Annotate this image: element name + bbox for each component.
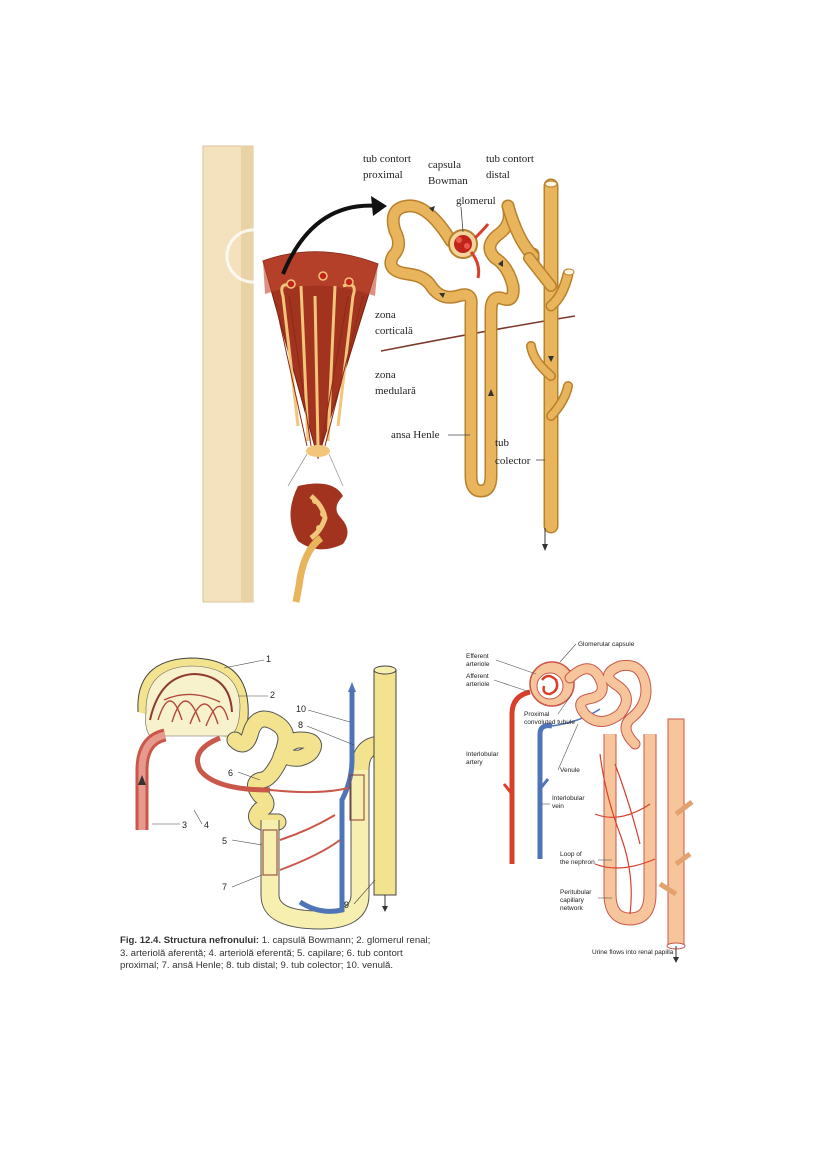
number-labels: 1 2 3 4 5 6 7 8 9 10: [182, 654, 349, 910]
interlobular-vein: [537, 723, 553, 859]
capillary-network: [262, 774, 365, 876]
label-9: 9: [344, 900, 349, 910]
label-1: 1: [266, 654, 271, 664]
interlobular-artery: [509, 689, 531, 864]
caption-prefix: Fig. 12.4. Structura nefronului:: [120, 935, 260, 946]
label-glomerular-capsule: Glomerular capsule: [578, 641, 635, 648]
label-7: 7: [222, 882, 227, 892]
label-8: 8: [298, 720, 303, 730]
zoom-arrowhead: [371, 196, 387, 216]
caption-text: 1. capsulă Bowmann; 2. glomerul renal; 3…: [120, 935, 431, 971]
zoom-arrow: [281, 203, 379, 275]
label-6: 6: [228, 768, 233, 778]
figure-caption: Fig. 12.4. Structura nefronului: 1. caps…: [120, 935, 432, 973]
nephron-structure-figure: 1 2 3 4 5 6 7 8 9 10: [120, 640, 432, 1000]
venule: [551, 708, 601, 727]
efferent-arteriole: [195, 735, 271, 793]
proximal-convoluted-tubule: [564, 659, 652, 750]
bowman-capsule: [137, 657, 249, 741]
nephron-structure-svg: 1 2 3 4 5 6 7 8 9 10: [135, 654, 397, 930]
kidney-icon: [290, 483, 348, 603]
label-2: 2: [270, 690, 275, 700]
loop-of-nephron: [594, 734, 657, 926]
glomerulus-icon: [448, 223, 490, 279]
venule: [298, 690, 355, 914]
label-glomerulus: glomerul: [456, 195, 496, 207]
bookmark-strip: [202, 145, 281, 603]
capillaries: [269, 787, 349, 871]
label-loop-of-henle: ansa Henle: [391, 429, 440, 441]
label-10: 10: [296, 704, 306, 714]
kidney-wedge: [262, 251, 379, 487]
collecting-duct: [658, 718, 694, 950]
urine-flow-arrowhead: [542, 544, 548, 551]
collecting-duct: [373, 665, 397, 896]
label-5: 5: [222, 836, 227, 846]
collecting-duct: [523, 178, 575, 534]
label-venule: Venule: [560, 767, 580, 774]
label-urine-flow: Urine flows into renal papilla: [592, 949, 674, 956]
label-3: 3: [182, 820, 187, 830]
label-4: 4: [204, 820, 209, 830]
glomerular-capsule: [529, 661, 575, 707]
flow-arrowheads: [429, 206, 554, 396]
